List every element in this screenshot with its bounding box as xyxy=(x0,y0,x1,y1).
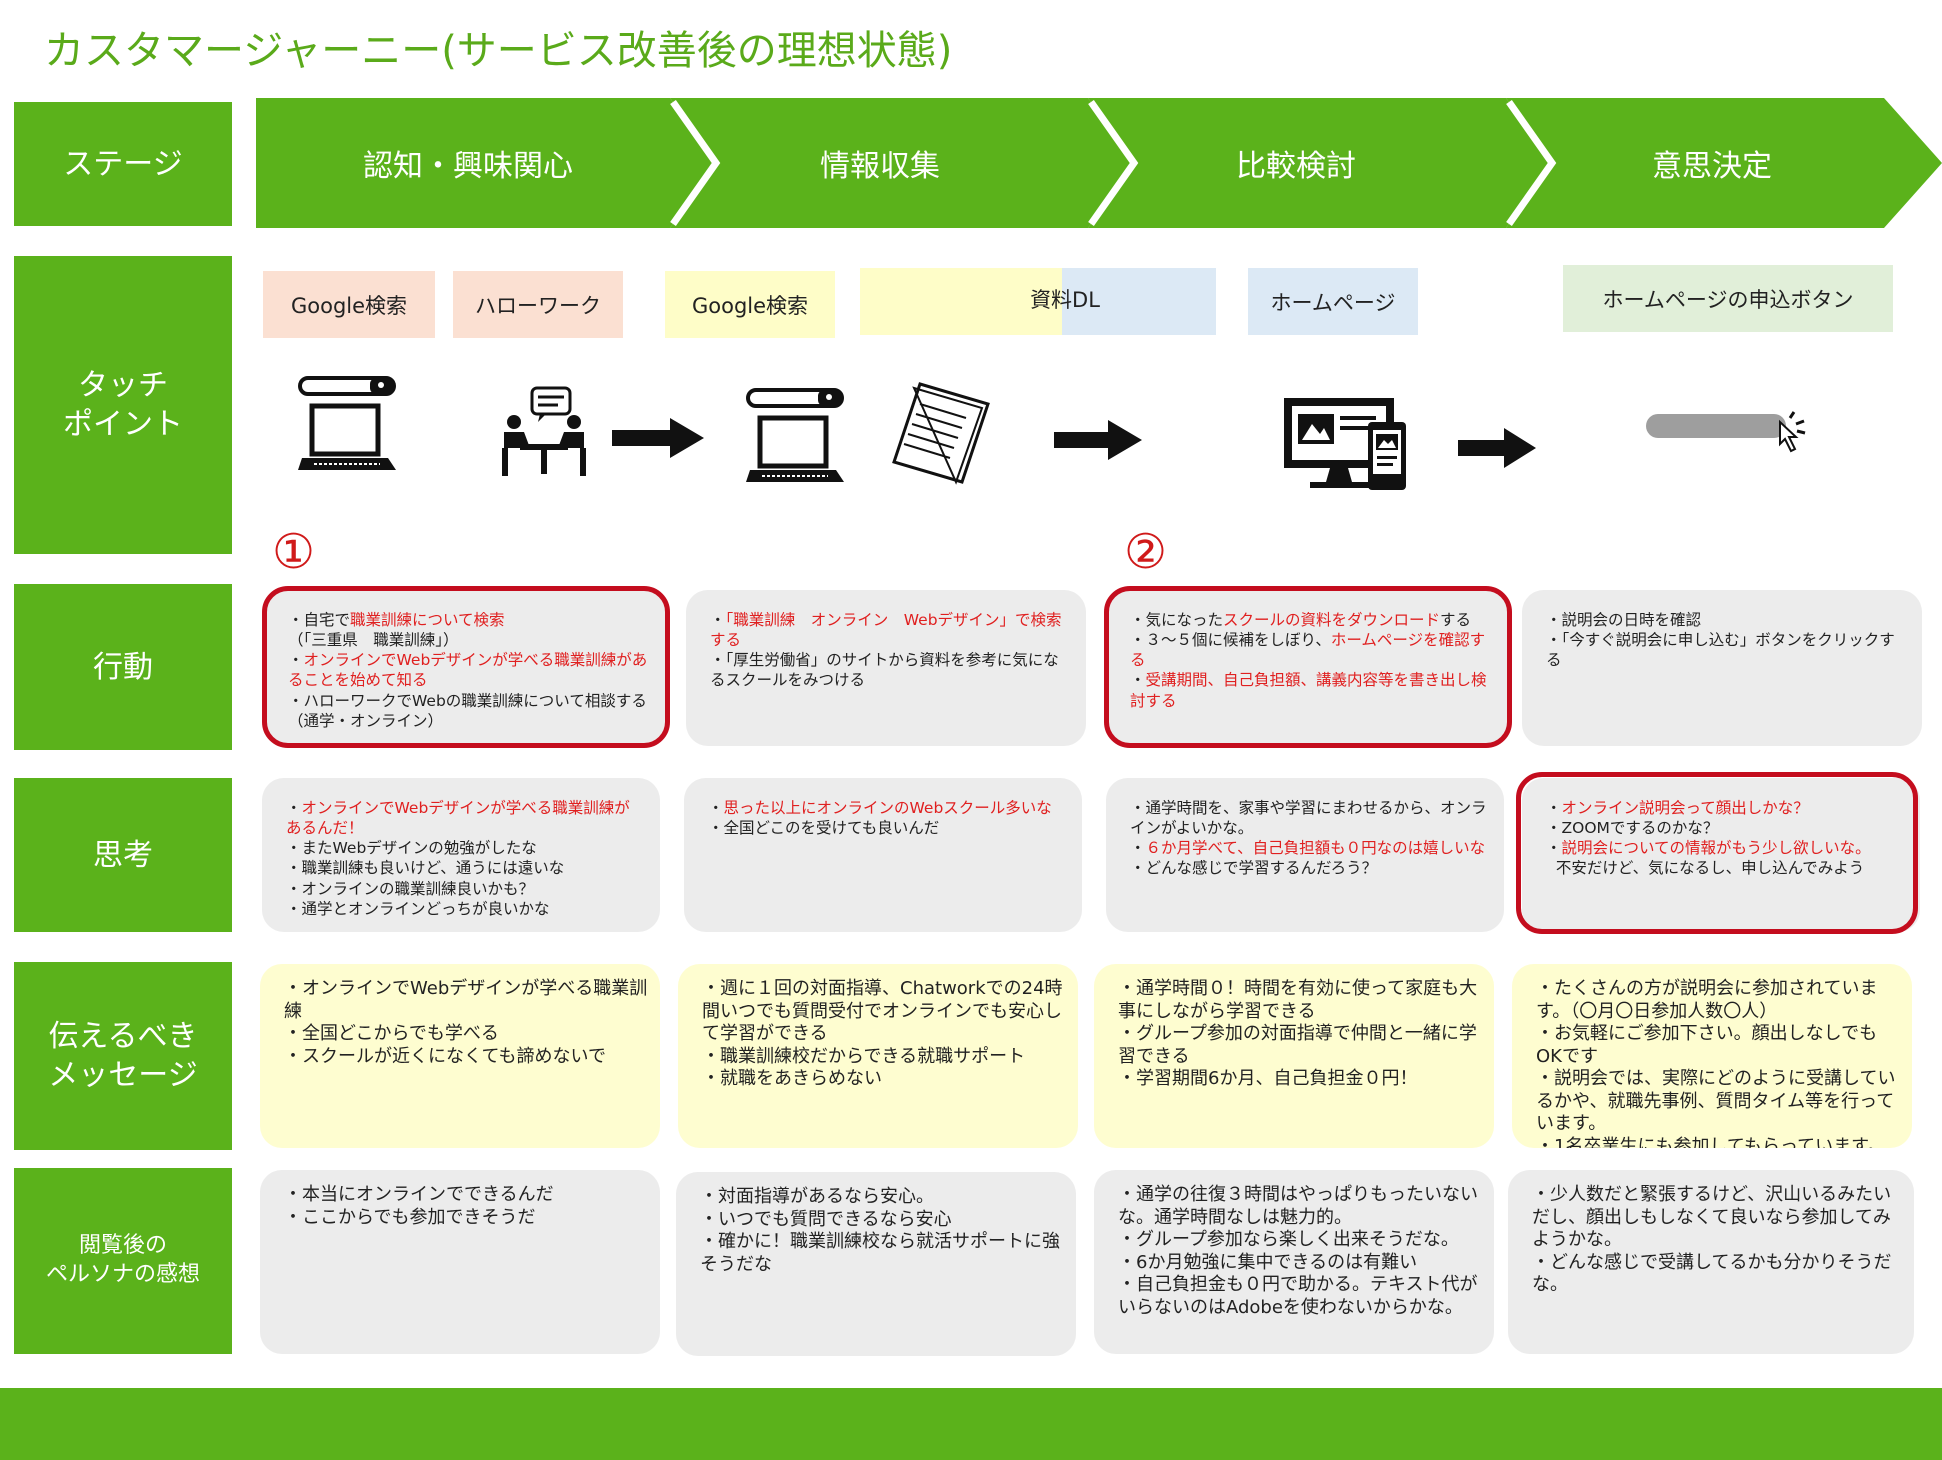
card-text-segment: （「三重県 職業訓練」） ・ xyxy=(288,631,459,670)
card-text-segment: ・ xyxy=(1546,799,1562,817)
impression-card-2: ・対面指導があるなら安心。 ・いつでも質問できるなら安心 ・確かに！職業訓練校な… xyxy=(676,1172,1076,1356)
card-text-segment: ・ xyxy=(708,799,724,817)
click-button-icon xyxy=(1646,411,1806,453)
card-text-segment: ・ xyxy=(710,611,726,629)
highlight-box-2 xyxy=(1104,586,1512,748)
card-text-segment: ホームページを確認する xyxy=(1130,631,1486,670)
card-text-segment: オンライン説明会って顔出しかな？ xyxy=(1561,799,1809,817)
action-card-3: ・気になったスクールの資料をダウンロードする ・３～５個に候補をしぼり、ホームペ… xyxy=(1106,590,1510,746)
card-text-segment: ・ xyxy=(286,799,302,817)
marker-2: ② xyxy=(1124,524,1168,580)
touchpoint-google-search-1: Google検索 xyxy=(263,271,435,338)
marker-1: ① xyxy=(272,524,316,580)
impression-card-1: ・本当にオンラインでできるんだ ・ここからでも参加できそうだ xyxy=(260,1170,660,1354)
card-text-segment: オンラインでWebデザインが学べる職業訓練があることを始めて知る xyxy=(288,651,648,690)
stage-1: 認知・興味関心 xyxy=(363,149,573,184)
row-label-message: 伝えるべき メッセージ xyxy=(14,962,232,1150)
arrow-right-icon-2 xyxy=(1054,420,1142,460)
card-text-segment: ・全国どこのを受けても良いんだ xyxy=(708,819,940,838)
card-text-segment: 職業訓練について検索 xyxy=(350,611,505,629)
stage-4: 意思決定 xyxy=(1652,149,1772,184)
thought-card-2: ・思った以上にオンラインのWebスクール多いな ・全国どこのを受けても良いんだ xyxy=(684,778,1082,932)
thought-card-3: ・通学時間を、家事や学習にまわせるから、オンラインがよいかな。 ・６か月学べて、… xyxy=(1106,778,1504,932)
consultation-icon xyxy=(502,386,586,476)
highlight-box-1 xyxy=(262,586,670,748)
card-text-segment: ６か月学べて、自己負担額も０円なのは嬉しいな xyxy=(1145,839,1486,858)
stage-chevron-2 xyxy=(670,98,1134,228)
row-label-thought: 思考 xyxy=(14,778,232,932)
message-card-1: ・オンラインでWebデザインが学べる職業訓練 ・全国どこからでも学べる ・スクー… xyxy=(260,964,660,1148)
touchpoint-shiryo-bg-right xyxy=(1062,268,1216,335)
action-card-4: ・説明会の日時を確認 ・「今すぐ説明会に申し込む」ボタンをクリックする xyxy=(1522,590,1922,746)
arrow-right-icon-3 xyxy=(1458,428,1536,468)
card-text-segment: ・「厚生労働省」のサイトから資料を参考に気になるスクールをみつける xyxy=(710,651,1059,690)
row-label-action: 行動 xyxy=(14,584,232,750)
impression-card-3: ・通学の往復３時間はやっぱりもったいないな。通学時間なしは魅力的。 ・グループ参… xyxy=(1094,1170,1494,1354)
card-text-segment: ・どんな感じで学習するんだろう？ xyxy=(1130,859,1378,878)
row-label-impression: 閲覧後の ペルソナの感想 xyxy=(14,1168,232,1354)
footer-bar xyxy=(0,1388,1942,1460)
laptop-search-icon-2 xyxy=(746,388,844,482)
card-text-segment: 説明会についての情報がもう少し欲しいな。 xyxy=(1561,839,1871,858)
card-text-segment: 「職業訓練 オンライン Webデザイン」で検索する xyxy=(710,611,1062,650)
action-card-1: ・自宅で職業訓練について検索 （「三重県 職業訓練」） ・オンラインでWebデザ… xyxy=(264,590,668,746)
desktop-mobile-icon xyxy=(1284,398,1406,490)
card-text-segment: ・またWebデザインの勉強がしたな ・職業訓練も良いけど、通うには遠いな ・オン… xyxy=(286,839,565,918)
stage-chevron-3 xyxy=(1088,98,1552,228)
card-text-segment: ・通学時間を、家事や学習にまわせるから、オンラインがよいかな。 ・ xyxy=(1130,799,1487,858)
message-card-4: ・たくさんの方が説明会に参加されています。（〇月〇日参加人数〇人） ・お気軽にご… xyxy=(1512,964,1912,1148)
touchpoint-google-search-2: Google検索 xyxy=(665,271,835,338)
row-label-stage: ステージ xyxy=(14,102,232,226)
card-text-segment: ・自宅で xyxy=(288,611,351,629)
stage-chevron-1 xyxy=(256,98,716,228)
touchpoint-hellowork: ハローワーク xyxy=(453,271,623,338)
card-text-segment: 思った以上にオンラインのWebスクール多いな xyxy=(723,799,1052,817)
card-text-segment: ・ハローワークでWebの職業訓練について相談する（通学・オンライン） xyxy=(288,691,647,730)
card-text-segment: ・説明会の日時を確認 ・「今すぐ説明会に申し込む」ボタンをクリックする xyxy=(1546,611,1895,670)
message-card-2: ・週に１回の対面指導、Chatworkでの24時間いつでも質問受付でオンラインで… xyxy=(678,964,1078,1148)
card-text-segment: オンラインでWebデザインが学べる職業訓練があるんだ！ xyxy=(286,799,630,838)
card-text-segment: ・ZOOMでするのかな？ ・ xyxy=(1546,819,1719,858)
card-text-segment: ・気になった xyxy=(1130,611,1224,629)
highlight-box-3 xyxy=(1516,772,1918,934)
card-text-segment: 不安だけど、気になるし、申し込んでみよう xyxy=(1555,859,1865,878)
laptop-search-icon xyxy=(298,376,396,470)
impression-card-4: ・少人数だと緊張するけど、沢山いるみたいだし、顔出しもしなくて良いなら参加してみ… xyxy=(1508,1170,1914,1354)
touchpoint-homepage: ホームページ xyxy=(1248,268,1418,335)
document-icon xyxy=(892,382,990,485)
stage-chevron-4 xyxy=(1506,98,1942,228)
stage-chevrons xyxy=(256,98,1942,228)
card-text-segment: 受講期間、自己負担額、講義内容等を書き出し検討する xyxy=(1130,671,1487,710)
action-card-2: ・「職業訓練 オンライン Webデザイン」で検索する ・「厚生労働省」のサイトか… xyxy=(686,590,1086,746)
page-title: カスタマージャーニー(サービス改善後の理想状態) xyxy=(44,28,953,74)
touchpoint-shiryo-dl: 資料DL xyxy=(1030,288,1100,312)
row-label-touchpoint: タッチ ポイント xyxy=(14,256,232,554)
stage-3: 比較検討 xyxy=(1236,149,1356,184)
touchpoint-shiryo-bg-left xyxy=(860,268,1062,335)
thought-card-1: ・オンラインでWebデザインが学べる職業訓練があるんだ！ ・またWebデザインの… xyxy=(262,778,660,932)
touchpoint-apply-button: ホームページの申込ボタン xyxy=(1563,265,1893,332)
thought-card-4: ・オンライン説明会って顔出しかな？ ・ZOOMでするのかな？ ・説明会についての… xyxy=(1522,778,1920,932)
card-text-segment: する ・３～５個に候補をしぼり、 xyxy=(1130,611,1472,650)
arrow-right-icon-1 xyxy=(612,418,704,458)
stage-2: 情報収集 xyxy=(820,149,940,184)
message-card-3: ・通学時間０！時間を有効に使って家庭も大事にしながら学習できる ・グループ参加の… xyxy=(1094,964,1494,1148)
card-text-segment: ・ xyxy=(1130,671,1146,690)
card-text-segment: スクールの資料をダウンロード xyxy=(1223,611,1441,629)
